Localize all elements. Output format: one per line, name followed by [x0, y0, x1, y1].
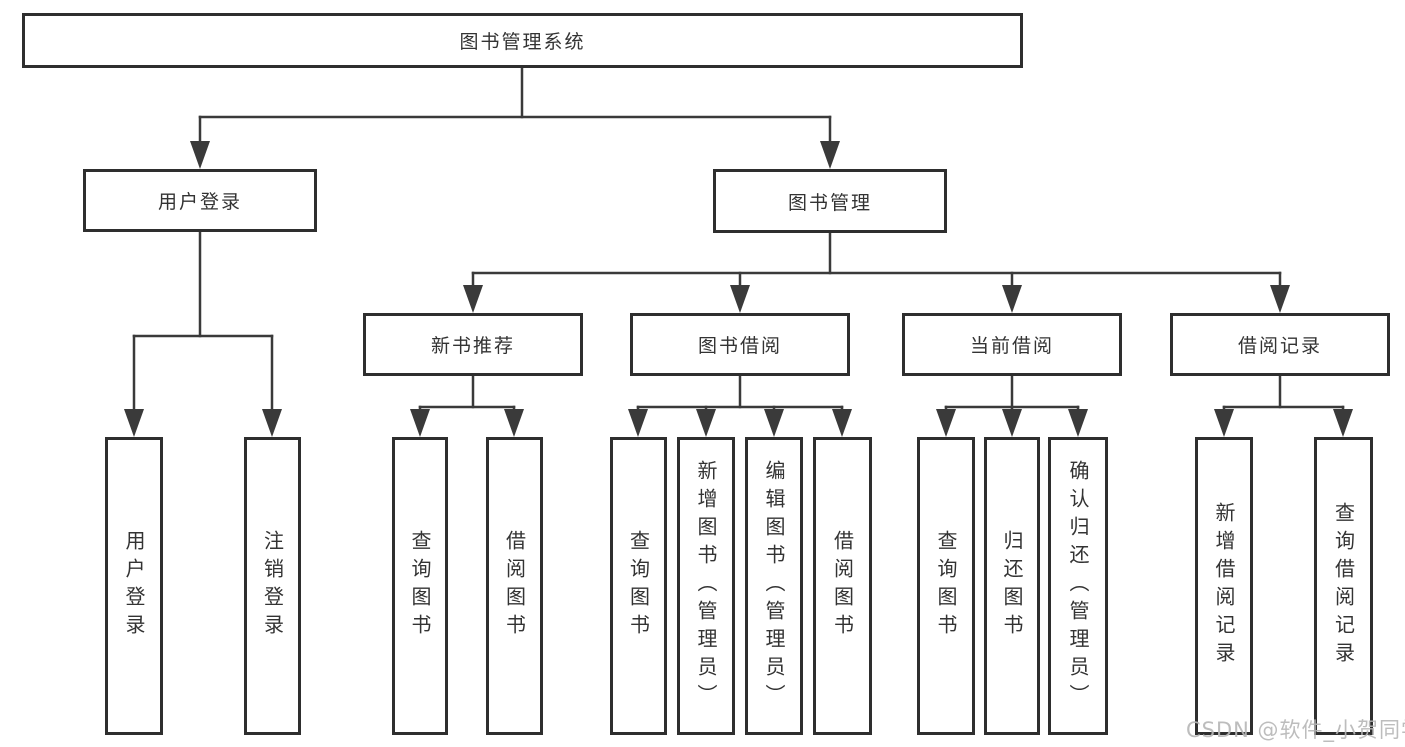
leaf-add-books-admin-label: 新增图书（管理员） — [694, 460, 718, 712]
leaf-borrow-books-recommend-label: 借阅图书 — [502, 530, 527, 642]
leaf-query-books-current: 查询图书 — [917, 437, 975, 735]
leaf-add-borrow-record-label: 新增借阅记录 — [1212, 502, 1236, 670]
leaf-query-books-borrowing: 查询图书 — [610, 437, 667, 735]
node-book-management-label: 图书管理 — [787, 191, 872, 214]
leaf-logout: 注销登录 — [244, 437, 301, 735]
leaf-borrow-books-borrowing-label: 借阅图书 — [830, 530, 855, 642]
leaf-query-borrow-record: 查询借阅记录 — [1314, 437, 1373, 735]
leaf-return-books-label: 归还图书 — [1000, 530, 1024, 642]
leaf-query-books-current-label: 查询图书 — [934, 530, 958, 642]
leaf-confirm-return-admin-label: 确认归还（管理员） — [1066, 460, 1090, 712]
node-new-book-recommendation-label: 新书推荐 — [430, 335, 515, 357]
leaf-return-books: 归还图书 — [984, 437, 1040, 735]
leaf-query-books-recommend-label: 查询图书 — [408, 530, 432, 642]
leaf-query-books-borrowing-label: 查询图书 — [626, 530, 651, 642]
leaf-logout-label: 注销登录 — [260, 530, 285, 642]
node-book-borrowing: 图书借阅 — [630, 313, 850, 376]
node-book-management: 图书管理 — [713, 169, 947, 233]
leaf-borrow-books-borrowing: 借阅图书 — [813, 437, 872, 735]
root-node-library-management-system: 图书管理系统 — [22, 13, 1023, 68]
node-current-borrowing-label: 当前借阅 — [969, 335, 1054, 357]
leaf-add-books-admin: 新增图书（管理员） — [677, 437, 735, 735]
leaf-borrow-books-recommend: 借阅图书 — [486, 437, 543, 735]
root-node-label: 图书管理系统 — [459, 31, 586, 53]
leaf-confirm-return-admin: 确认归还（管理员） — [1048, 437, 1108, 735]
leaf-query-borrow-record-label: 查询借阅记录 — [1331, 502, 1356, 670]
leaf-edit-books-admin-label: 编辑图书（管理员） — [762, 460, 786, 712]
csdn-watermark: CSDN @软件_小贺同学 — [1186, 718, 1405, 742]
leaf-query-books-recommend: 查询图书 — [392, 437, 448, 735]
leaf-user-login: 用户登录 — [105, 437, 163, 735]
node-borrowing-records: 借阅记录 — [1170, 313, 1390, 376]
node-user-login-label: 用户登录 — [157, 191, 242, 213]
node-current-borrowing: 当前借阅 — [902, 313, 1122, 376]
leaf-edit-books-admin: 编辑图书（管理员） — [745, 437, 803, 735]
node-borrowing-records-label: 借阅记录 — [1237, 335, 1322, 357]
node-new-book-recommendation: 新书推荐 — [363, 313, 583, 376]
leaf-add-borrow-record: 新增借阅记录 — [1195, 437, 1253, 735]
leaf-user-login-label: 用户登录 — [122, 530, 146, 642]
node-book-borrowing-label: 图书借阅 — [697, 335, 782, 357]
node-user-login: 用户登录 — [83, 169, 317, 232]
